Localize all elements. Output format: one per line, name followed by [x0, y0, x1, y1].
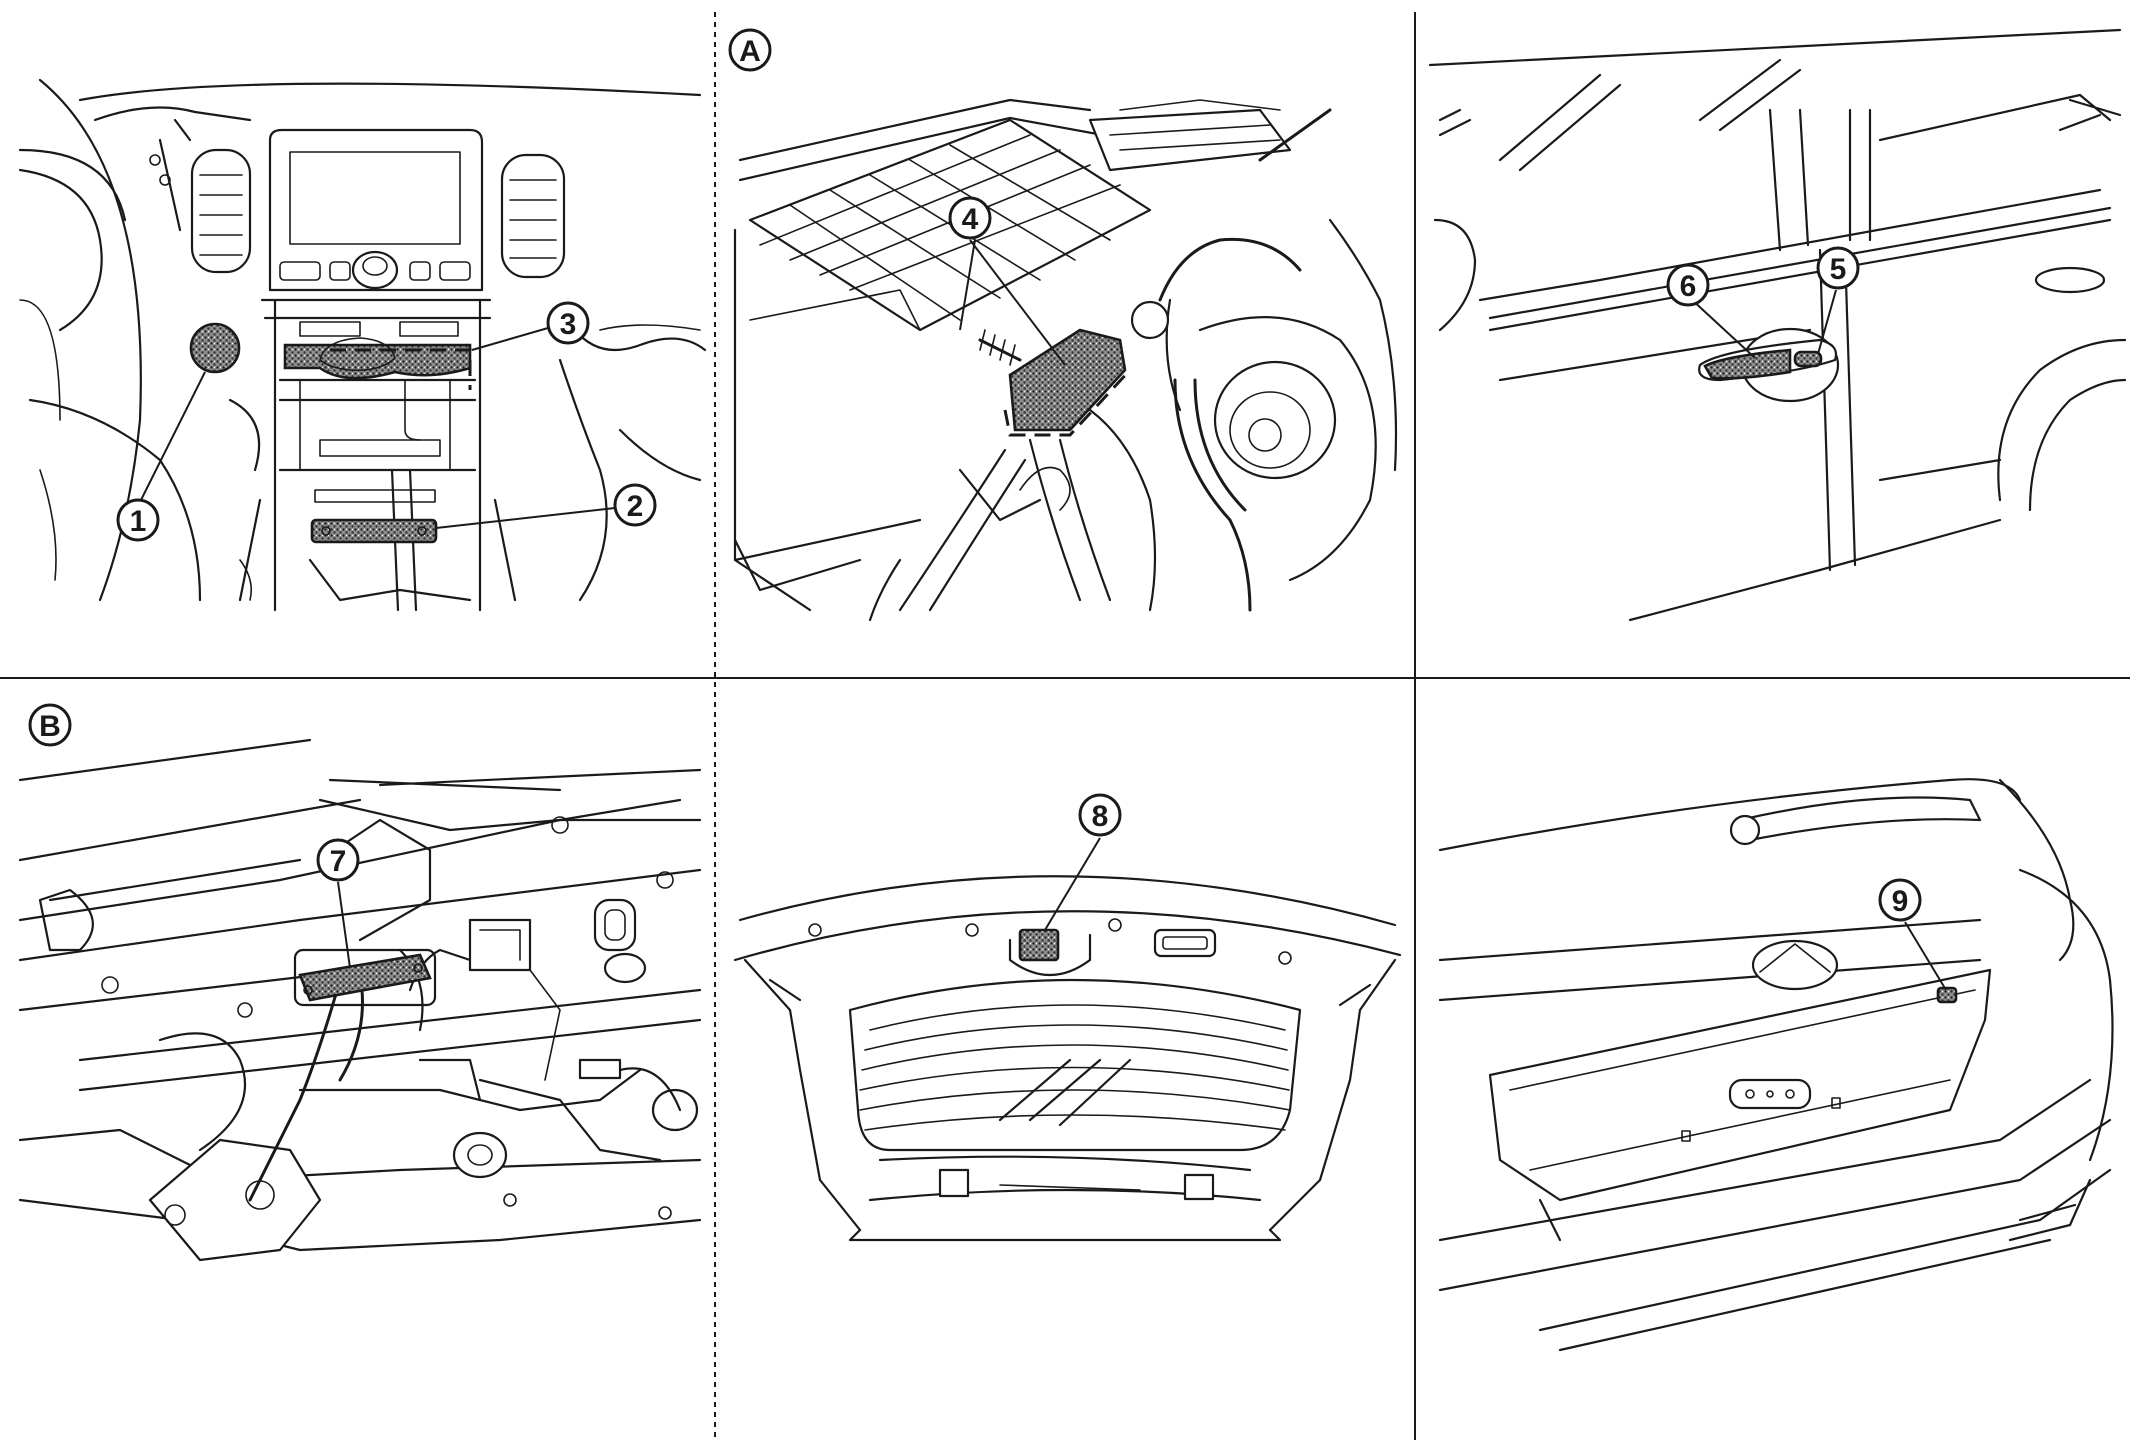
callout-8: 8 — [1078, 793, 1122, 837]
callout-6: 6 — [1666, 263, 1710, 307]
callout-2: 2 — [613, 483, 657, 527]
callout-4: 4 — [948, 196, 992, 240]
svg-text:3: 3 — [560, 308, 577, 341]
svg-text:4: 4 — [962, 203, 979, 236]
svg-text:A: A — [739, 35, 761, 68]
callout-5: 5 — [1816, 246, 1860, 290]
svg-text:B: B — [39, 710, 61, 743]
panel-back-door-opening — [733, 875, 1402, 1242]
svg-text:8: 8 — [1092, 800, 1109, 833]
panel-engine-compartment — [733, 98, 1398, 622]
highlight-item-3 — [283, 343, 472, 380]
panel-front-door — [1428, 28, 2127, 622]
callout-3: 3 — [546, 301, 590, 345]
highlight-item-1 — [189, 322, 241, 374]
highlight-item-2 — [310, 518, 438, 544]
callout-1: 1 — [116, 498, 160, 542]
highlight-item-5 — [1793, 350, 1823, 368]
svg-text:2: 2 — [627, 490, 644, 523]
highlight-item-9 — [1936, 986, 1958, 1004]
panel-label-b: B — [28, 703, 72, 747]
svg-text:9: 9 — [1892, 885, 1909, 918]
callout-7: 7 — [316, 838, 360, 882]
highlight-item-7 — [298, 953, 432, 1002]
callout-9: 9 — [1878, 878, 1922, 922]
highlight-item-6 — [1703, 348, 1792, 380]
highlight-item-4 — [1008, 328, 1127, 432]
svg-text:1: 1 — [130, 505, 147, 538]
svg-text:7: 7 — [330, 845, 347, 878]
panel-back-door-interior — [18, 738, 702, 1262]
panel-label-a: A — [728, 28, 772, 72]
highlight-item-8 — [1018, 928, 1060, 962]
svg-text:6: 6 — [1680, 270, 1697, 303]
panel-instrument-console — [18, 78, 707, 612]
svg-text:5: 5 — [1830, 253, 1847, 286]
panel-back-door-exterior — [1438, 778, 2114, 1352]
